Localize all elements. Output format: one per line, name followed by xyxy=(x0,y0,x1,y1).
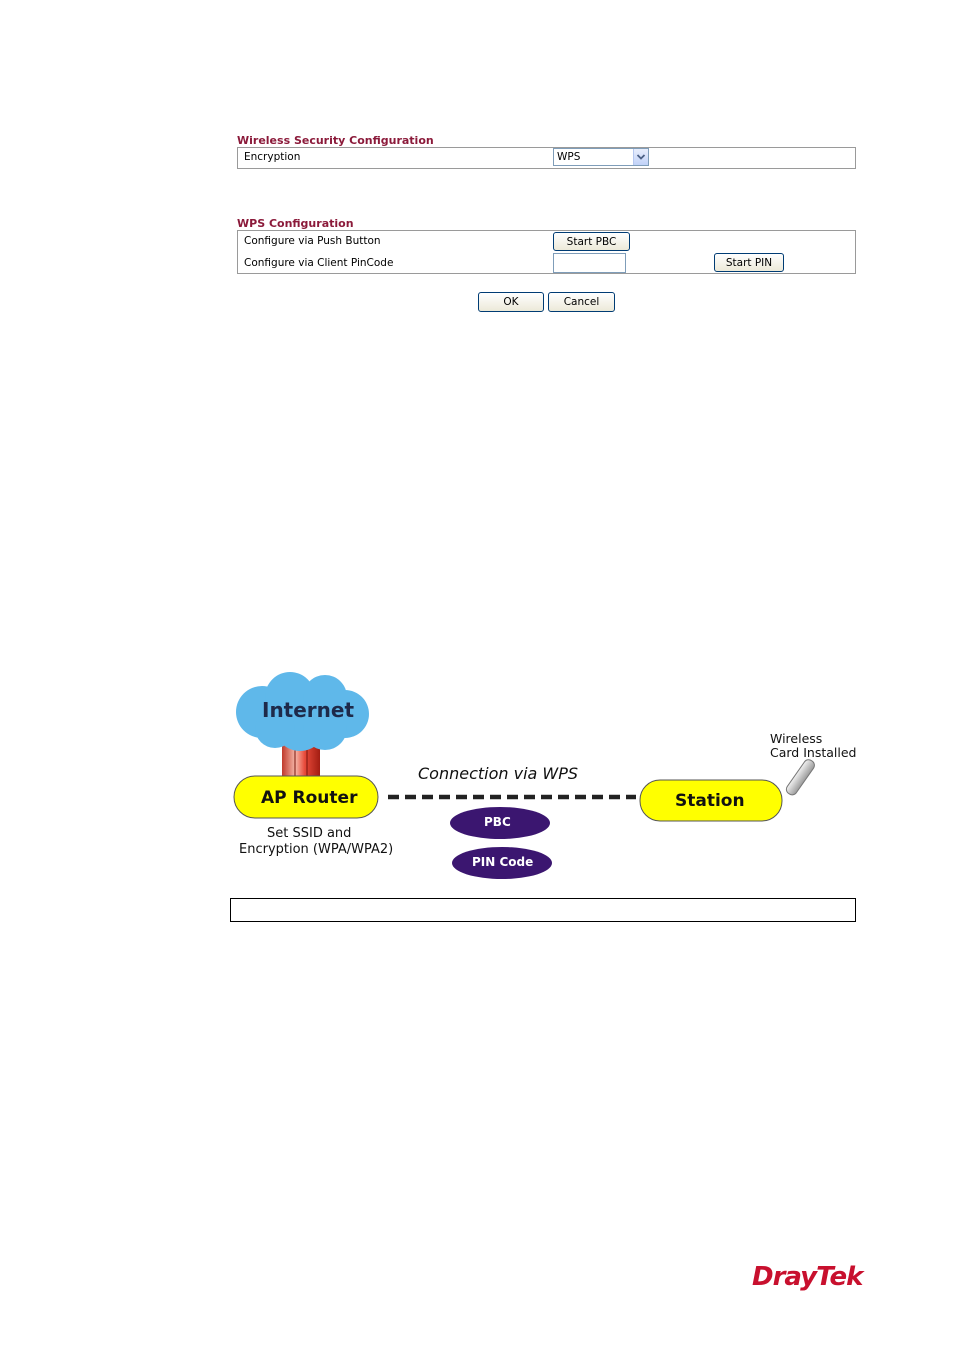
wireless-note-line1: Wireless xyxy=(770,731,822,746)
wireless-note-line2: Card Installed xyxy=(770,745,856,760)
station-label: Station xyxy=(675,791,745,811)
ap-router-label: AP Router xyxy=(261,788,357,808)
ap-router-note-line1: Set SSID and xyxy=(267,826,351,841)
connection-label: Connection via WPS xyxy=(418,764,578,783)
draytek-logo: DrayTek xyxy=(752,1262,862,1292)
wireless-card-antenna-icon xyxy=(784,758,816,797)
caption-box xyxy=(230,898,856,922)
ap-router-note-line2: Encryption (WPA/WPA2) xyxy=(239,842,393,857)
pin-code-label: PIN Code xyxy=(472,855,533,869)
pbc-label: PBC xyxy=(484,815,511,829)
internet-label: Internet xyxy=(262,698,354,722)
